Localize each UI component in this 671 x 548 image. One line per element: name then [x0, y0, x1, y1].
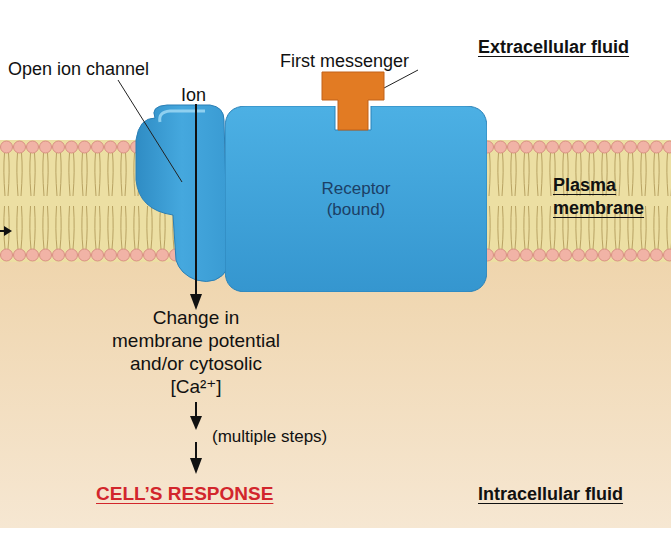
leader-line: [384, 70, 418, 88]
step-text: Change in membrane potential and/or cyto…: [106, 306, 286, 398]
arrow-head: [190, 458, 202, 474]
channel-highlight: [160, 111, 205, 122]
receptor-label: Receptor (bound): [296, 178, 416, 220]
arrow-head: [4, 226, 12, 236]
intracellular-region: [0, 262, 671, 528]
response-label: CELL’S RESPONSE: [96, 483, 273, 505]
receptor-protein: Receptor (bound): [225, 106, 487, 292]
part-label: Open ion channel: [8, 58, 149, 80]
receptor-shape: [225, 106, 487, 292]
region-label: Plasma membrane: [553, 174, 653, 220]
ion-path-arrow: [195, 104, 197, 298]
region-label: Intracellular fluid: [478, 483, 623, 505]
first-messenger-molecule: [322, 72, 384, 130]
part-label: First messenger: [280, 50, 409, 72]
arrow-head: [190, 416, 202, 430]
arrow-note: (multiple steps): [212, 426, 327, 448]
receptor-outline: [225, 106, 487, 292]
part-label: Ion: [181, 84, 206, 106]
region-label: Extracellular fluid: [478, 36, 629, 58]
leader-line: [118, 80, 182, 182]
